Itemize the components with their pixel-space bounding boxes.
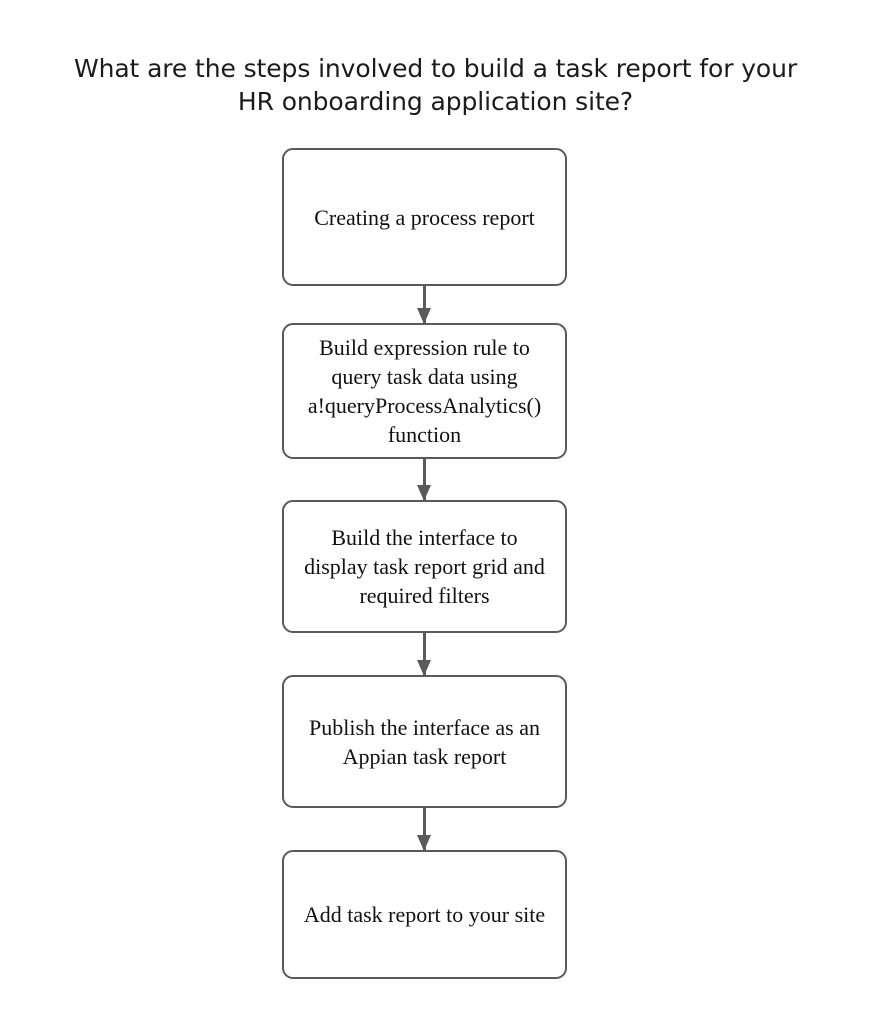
- flow-node-2-label: Build expression rule to query task data…: [307, 335, 542, 447]
- flow-node-4: Publish the interface as an Appian task …: [282, 675, 567, 808]
- flow-node-4-label: Publish the interface as an Appian task …: [309, 714, 540, 769]
- arrowhead-down-icon: [417, 308, 431, 324]
- flow-node-3: Build the interface to display task repo…: [282, 500, 567, 633]
- page-title: What are the steps involved to build a t…: [73, 54, 798, 116]
- connector-line: [423, 633, 426, 675]
- flow-connector-2-to-3: [417, 459, 431, 501]
- flow-node-1: Creating a process report: [282, 148, 567, 286]
- flow-connector-4-to-5: [417, 808, 431, 851]
- flow-node-2: Build expression rule to query task data…: [282, 323, 567, 459]
- flow-node-5-label: Add task report to your site: [303, 902, 546, 927]
- connector-line: [423, 459, 426, 500]
- flow-node-3-label: Build the interface to display task repo…: [304, 525, 545, 608]
- arrowhead-down-icon: [417, 485, 431, 501]
- connector-line: [423, 286, 426, 323]
- flow-node-1-label: Creating a process report: [314, 204, 535, 230]
- arrowhead-down-icon: [417, 835, 431, 851]
- connector-line: [423, 808, 426, 850]
- flow-connector-1-to-2: [417, 286, 431, 324]
- arrowhead-down-icon: [417, 660, 431, 676]
- flow-node-5: Add task report to your site: [282, 850, 567, 979]
- flow-connector-3-to-4: [417, 633, 431, 676]
